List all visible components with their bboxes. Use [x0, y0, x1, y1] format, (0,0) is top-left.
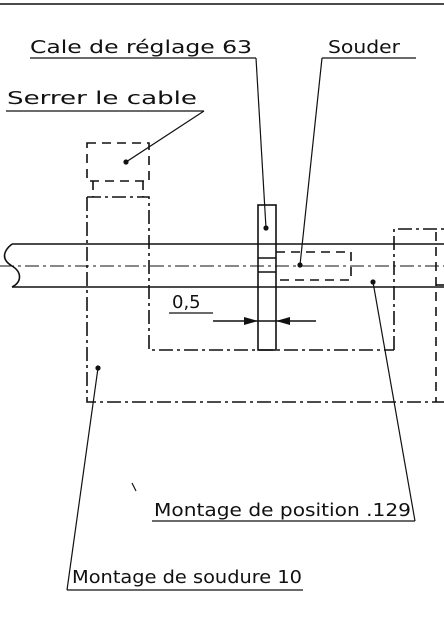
label-montage-soudure: Montage de soudure 10	[72, 567, 302, 588]
dimension-label: 0,5	[172, 292, 201, 313]
label-cale-reglage: Cale de réglage 63	[30, 37, 252, 58]
clamp-block	[86, 142, 150, 182]
leader-souder	[299, 57, 323, 266]
label-serrer-cable: Serrer le cable	[7, 88, 197, 109]
position-fixture-block	[393, 228, 444, 350]
dimension-arrow-right	[276, 317, 290, 325]
label-souder: Souder	[328, 37, 401, 58]
welding-fixture-outline	[87, 196, 394, 351]
sleeve-outline	[276, 251, 352, 281]
leader-serrer	[125, 110, 205, 163]
leader-position	[372, 281, 416, 522]
cable-break-end	[3, 243, 21, 288]
label-montage-position: Montage de position .129	[154, 500, 411, 521]
stray-mark	[131, 482, 137, 492]
dimension-arrow-left	[244, 317, 258, 325]
leader-soudure	[66, 367, 99, 591]
adjustment-shim	[257, 204, 277, 351]
leader-cale	[255, 57, 267, 229]
welding-fixture-lower	[86, 197, 444, 403]
